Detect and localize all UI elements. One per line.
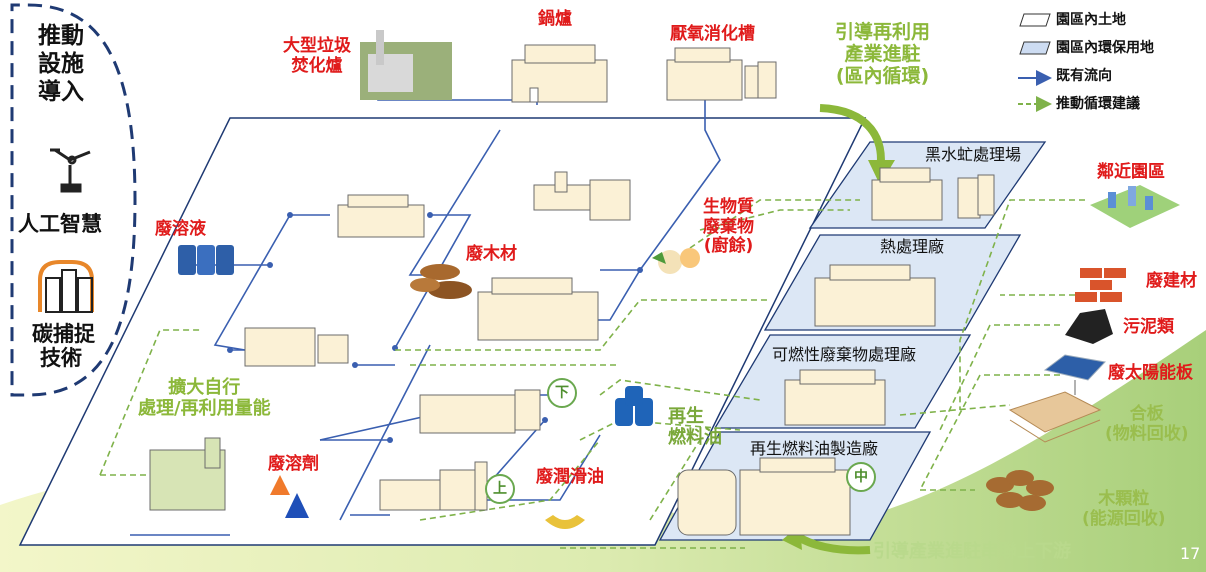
waste-solvent-liquid-icon: [178, 245, 234, 275]
construction-waste-label: 廢建材: [1146, 271, 1197, 291]
neighbor-park-label: 鄰近園區: [1097, 162, 1165, 182]
proposal-flow-lines: [99, 199, 1085, 549]
fuel-building: [677, 457, 851, 536]
left-panel-title: 推動 設施 導入: [38, 23, 84, 106]
anaerobic-label: 厭氧消化槽: [670, 24, 755, 44]
bsf-building: [871, 167, 995, 221]
biomass-label: 生物質廢棄物(廚餘): [703, 197, 754, 257]
sludge-icon: [1065, 309, 1113, 344]
plywood-label: 合板(物料回收): [1105, 404, 1189, 444]
incinerator-photo: [360, 30, 452, 100]
waste-solvent-liquid-label: 廢溶液: [155, 219, 206, 239]
combustible-building: [784, 369, 886, 426]
combustible-plant-label: 可燃性廢棄物處理廠: [772, 345, 917, 364]
recycled-fuel-label: 再生燃料油: [668, 406, 722, 448]
bottom-caption: 引導產業進駐串聯上下游: [873, 541, 1071, 562]
fuel-drums-icon: [615, 386, 653, 426]
park-land-area: [18, 117, 867, 546]
boiler-building: [511, 44, 608, 103]
guide-reuse-label: 引導再利用產業進駐(區內循環): [835, 21, 931, 87]
sludge-label: 污泥類: [1123, 317, 1174, 337]
carbon-capture-label: 碳捕捉 技術: [32, 322, 95, 371]
bsf-plant-label: 黑水虻處理場: [925, 145, 1022, 164]
factory-6: [379, 461, 488, 511]
waste-solvent-label: 廢溶劑: [268, 454, 319, 474]
solvent-flask-icon: [270, 475, 309, 518]
legend-item-env-land: 園區內環保用地: [1056, 40, 1154, 56]
waste-lube-label: 廢潤滑油: [536, 467, 604, 487]
upstream-tag: 上: [485, 474, 515, 504]
legend-graphics: [1018, 13, 1052, 112]
factory-4: [533, 171, 631, 221]
factory-3: [477, 277, 599, 341]
legend-item-land: 園區內土地: [1056, 12, 1126, 28]
incinerator-label: 大型垃圾焚化爐: [283, 36, 351, 76]
buildings: [149, 44, 995, 536]
biomass-icon: [652, 248, 700, 274]
legend-item-existing-flow: 既有流向: [1056, 68, 1112, 84]
downstream-tag: 下: [547, 378, 577, 408]
wood-pellet-icon: [986, 470, 1054, 511]
robot-arm-icon: [50, 148, 91, 193]
construction-waste-icon: [1075, 268, 1126, 302]
legend-item-proposal: 推動循環建議: [1056, 96, 1140, 112]
page-number: 17: [1180, 544, 1201, 563]
wood-pellet-label: 木顆粒(能源回收): [1082, 489, 1166, 529]
waste-wood-label: 廢木材: [466, 244, 517, 264]
waste-wood-icon: [410, 264, 472, 299]
factory-2: [244, 327, 349, 367]
heat-plant-label: 熱處理廠: [880, 237, 945, 256]
solar-panel-icon: [1043, 354, 1107, 395]
plywood-icon: [1008, 391, 1102, 443]
midstream-tag: 中: [846, 462, 876, 492]
ai-label: 人工智慧: [18, 212, 102, 236]
boiler-label: 鍋爐: [538, 9, 572, 29]
left-panel-border: [10, 3, 137, 397]
anaerobic-building: [666, 47, 777, 101]
carbon-capture-icon: [38, 260, 94, 313]
expand-capacity-label: 擴大自行處理/再利用量能: [138, 377, 271, 419]
factory-5: [419, 389, 541, 434]
waste-solvent-plant: [149, 437, 226, 511]
factory-1: [337, 194, 425, 238]
heat-building: [814, 264, 936, 327]
lube-oil-icon: [545, 515, 585, 529]
solar-panel-label: 廢太陽能板: [1108, 363, 1193, 383]
neighbor-park-icon: [1090, 185, 1180, 228]
fuel-plant-label: 再生燃料油製造廠: [750, 439, 879, 458]
